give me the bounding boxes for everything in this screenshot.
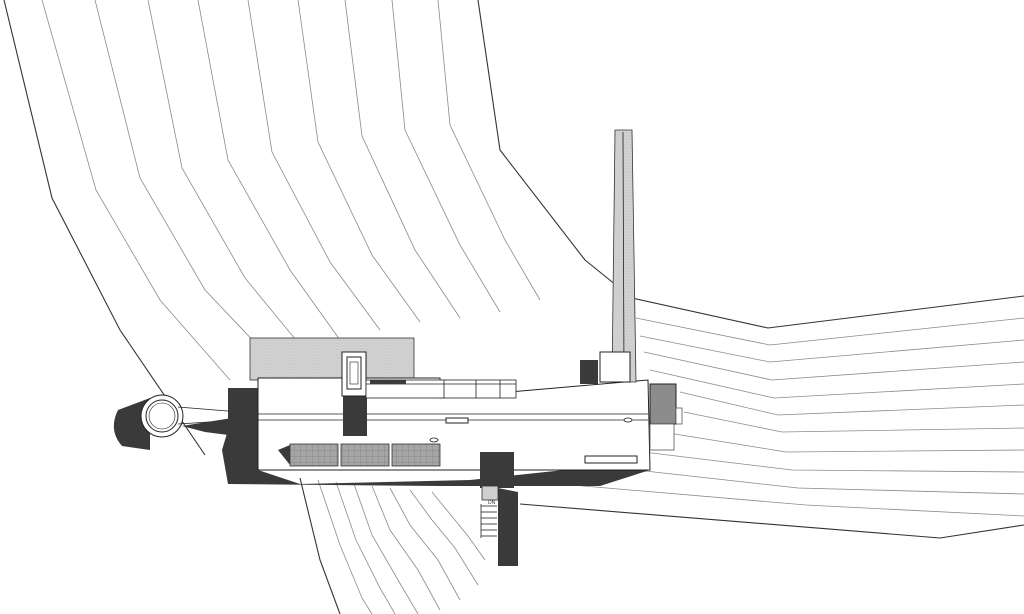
circular-lookout — [113, 394, 184, 450]
terrace-hatched — [249, 337, 415, 381]
stair-label: DN — [488, 500, 496, 506]
stair: DN — [480, 452, 518, 566]
skylight-long — [584, 455, 638, 464]
glazed-canopy — [365, 379, 517, 399]
chimney-tower — [599, 129, 637, 383]
terrain-contours-right — [519, 295, 1024, 539]
terrain-contours-lower — [299, 477, 486, 614]
central-block — [341, 351, 367, 436]
terrain-contours-upper — [3, 0, 633, 456]
side-annex — [649, 383, 683, 451]
solar-panels — [278, 443, 441, 467]
skylight-small — [445, 417, 469, 424]
